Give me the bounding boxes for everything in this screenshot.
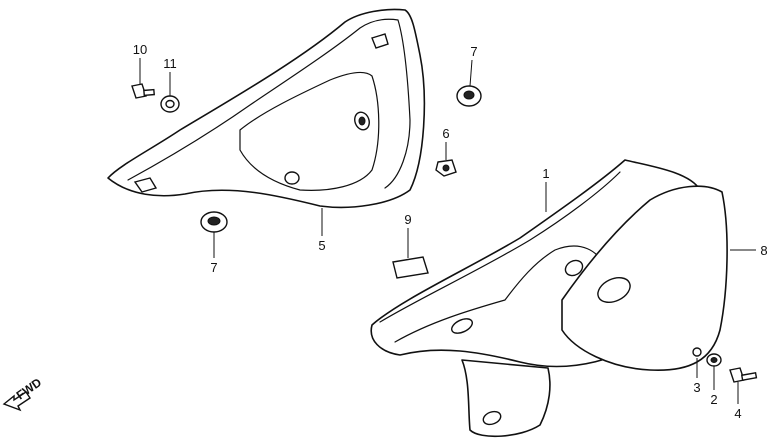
leader-lines — [139, 58, 756, 404]
callout-9: 9 — [404, 212, 411, 227]
grommet-7-lower — [200, 211, 228, 233]
label-plate — [392, 256, 429, 279]
callout-7-lower: 7 — [210, 260, 217, 275]
callout-3: 3 — [693, 380, 700, 395]
grommet-7-upper — [456, 85, 482, 107]
callout-11: 11 — [163, 56, 177, 71]
callout-2: 2 — [710, 392, 717, 407]
fwd-arrow-icon — [2, 391, 31, 412]
collar-11 — [160, 95, 180, 113]
bolt-4 — [729, 367, 758, 383]
callout-1: 1 — [542, 166, 549, 181]
left-side-cover — [107, 8, 426, 209]
collar-3 — [692, 347, 702, 357]
bolt-10 — [131, 83, 156, 99]
callout-6: 6 — [442, 126, 449, 141]
washer-2 — [706, 353, 722, 367]
callout-7-upper: 7 — [470, 44, 477, 59]
right-side-cover — [370, 159, 728, 438]
callout-10: 10 — [133, 42, 147, 57]
callout-8: 8 — [760, 243, 767, 258]
fwd-indicator: FWD — [2, 375, 44, 412]
nut-6 — [435, 159, 457, 177]
callout-4: 4 — [734, 406, 741, 421]
callout-labels: 10 11 7 6 5 7 9 1 8 3 2 4 — [133, 42, 768, 421]
callout-5: 5 — [318, 238, 325, 253]
